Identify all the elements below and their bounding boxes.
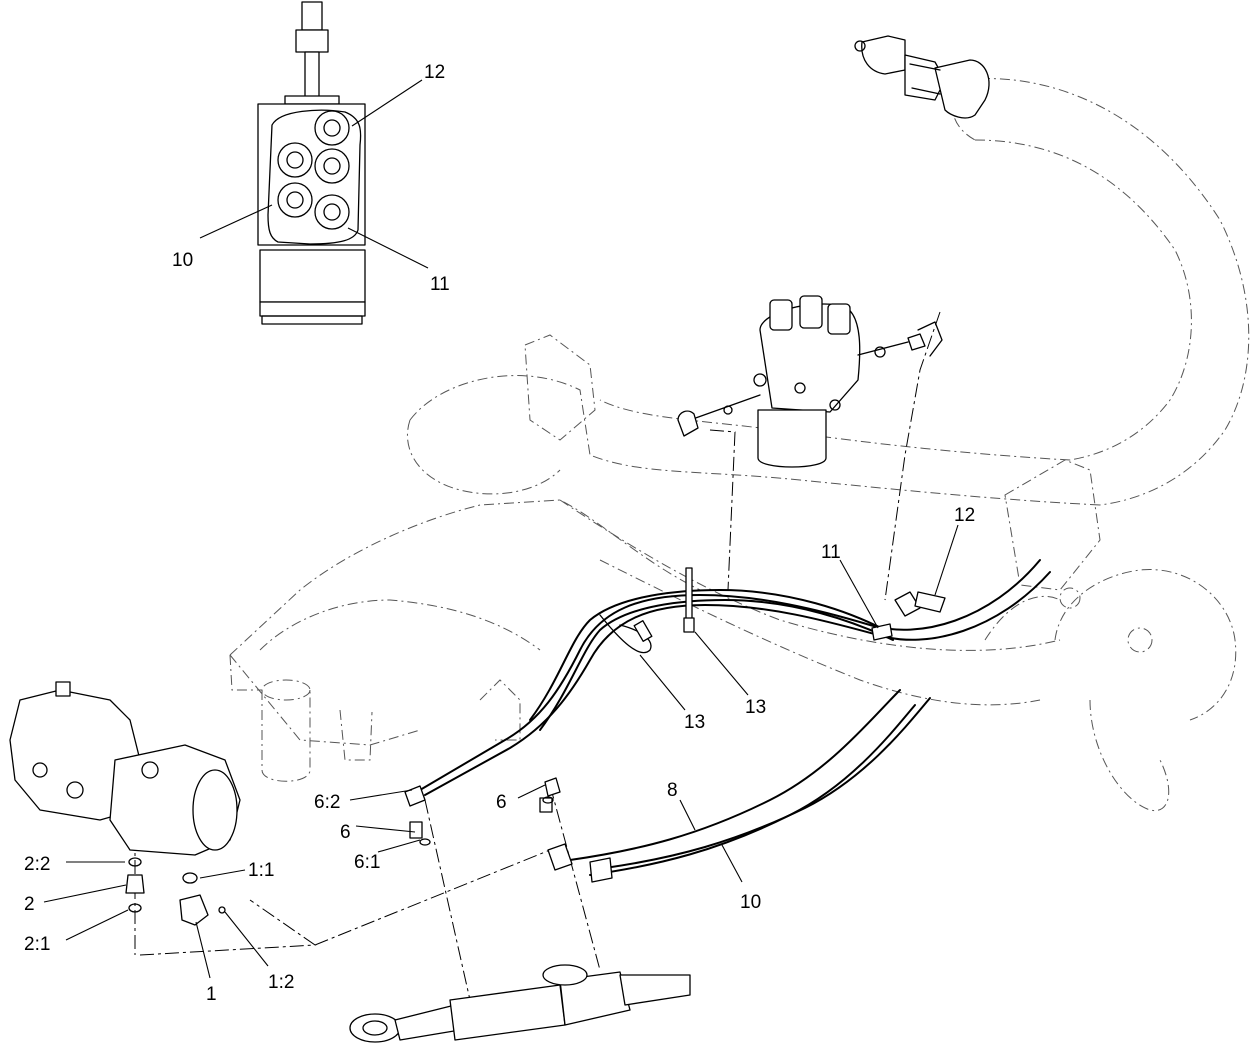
callout-6-2: 6:2 bbox=[314, 792, 340, 813]
callout-11-mid: 11 bbox=[821, 542, 841, 563]
steering-control-valve bbox=[257, 1, 366, 325]
pump-fittings bbox=[125, 857, 226, 926]
callout-1: 1 bbox=[206, 984, 217, 1005]
callout-6-1: 6:1 bbox=[354, 852, 380, 873]
callout-10-top: 10 bbox=[172, 250, 193, 271]
callout-12-top: 12 bbox=[424, 62, 445, 83]
callout-2-2: 2:2 bbox=[24, 854, 50, 875]
callout-labels: 12 10 11 12 11 13 13 8 10 6:2 6 6:1 6 2:… bbox=[24, 62, 975, 1005]
callout-6-left: 6 bbox=[340, 822, 351, 843]
callout-13-b: 13 bbox=[745, 697, 766, 718]
hydraulic-hoses bbox=[419, 559, 1051, 876]
callout-2: 2 bbox=[24, 894, 35, 915]
steering-cylinder bbox=[349, 964, 691, 1043]
callout-11-top: 11 bbox=[430, 274, 450, 295]
callout-leaders bbox=[43, 79, 959, 979]
callout-2-1: 2:1 bbox=[24, 934, 50, 955]
hose-fittings bbox=[404, 567, 946, 883]
phantom-frame bbox=[229, 78, 1250, 812]
callout-13-a: 13 bbox=[684, 712, 705, 733]
hydraulic-pump bbox=[9, 681, 241, 856]
callout-10-bottom: 10 bbox=[740, 892, 761, 913]
callout-1-1: 1:1 bbox=[248, 860, 274, 881]
callout-1-2: 1:2 bbox=[268, 972, 294, 993]
callout-12-right: 12 bbox=[954, 505, 975, 526]
priority-valve bbox=[677, 295, 943, 468]
callout-6-right: 6 bbox=[496, 792, 507, 813]
column-end-fitting bbox=[854, 35, 990, 119]
callout-8: 8 bbox=[667, 780, 678, 801]
assembly-leader-lines bbox=[134, 311, 941, 1001]
